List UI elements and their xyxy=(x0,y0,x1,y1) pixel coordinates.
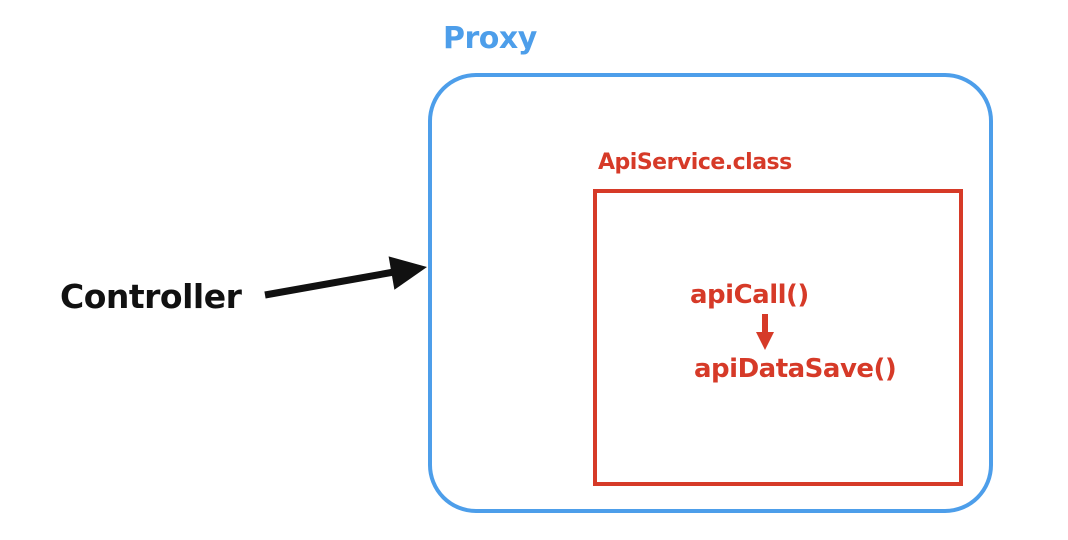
api-call-method-label: apiCall() xyxy=(690,280,809,310)
proxy-box xyxy=(428,73,993,513)
controller-label: Controller xyxy=(60,277,242,316)
proxy-label: Proxy xyxy=(443,21,537,56)
api-data-save-method-label: apiDataSave() xyxy=(694,354,897,384)
api-service-label: ApiService.class xyxy=(598,150,792,175)
api-service-box xyxy=(593,189,963,486)
controller-arrow-icon xyxy=(264,256,427,299)
method-flow-down-arrow-icon xyxy=(756,314,774,350)
